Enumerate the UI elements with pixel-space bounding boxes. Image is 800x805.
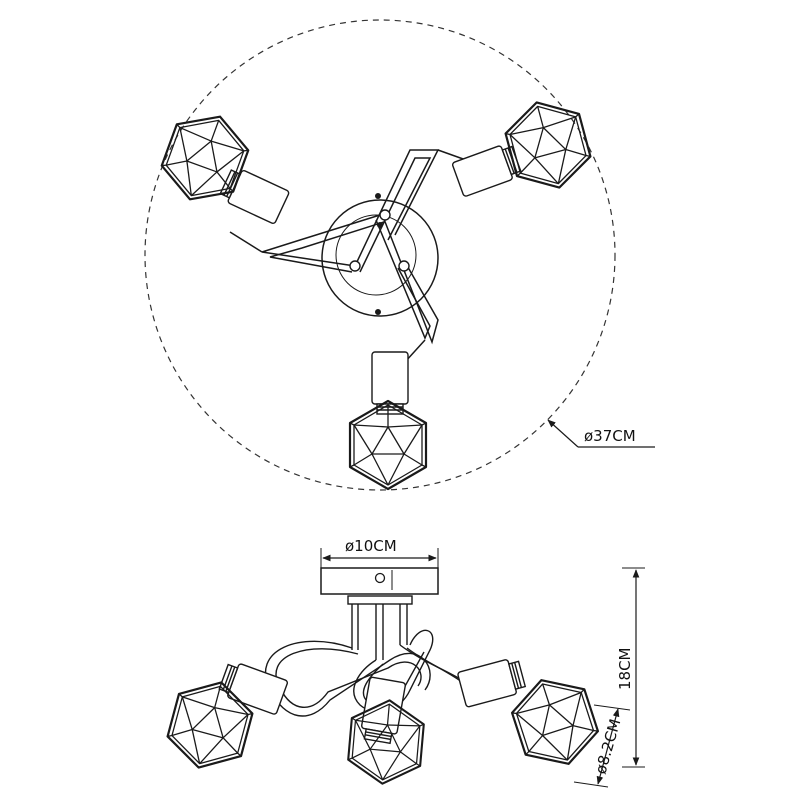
stems-side [347,595,413,660]
lamp-head-side-center [345,676,427,788]
lamp-head-left [153,102,291,226]
overall-diameter-label: ø37CM [584,427,636,445]
height-callout: 18CM [616,567,645,768]
top-view: ø37CM [144,19,655,491]
overall-diameter-circle [144,19,616,491]
base-diameter-label: ø10CM [345,537,397,555]
height-label: 18CM [616,647,634,690]
base-diameter-callout: ø10CM [320,537,439,570]
lamp-head-side-left [160,659,289,779]
lamp-head-bottom [348,351,428,491]
overall-diameter-callout: ø37CM [547,419,655,448]
lamp-head-right [451,91,598,199]
side-view: ø10CM [160,537,645,788]
lamp-head-side-right [456,655,606,777]
shade-diameter-callout: ø8.2CM [573,704,631,788]
